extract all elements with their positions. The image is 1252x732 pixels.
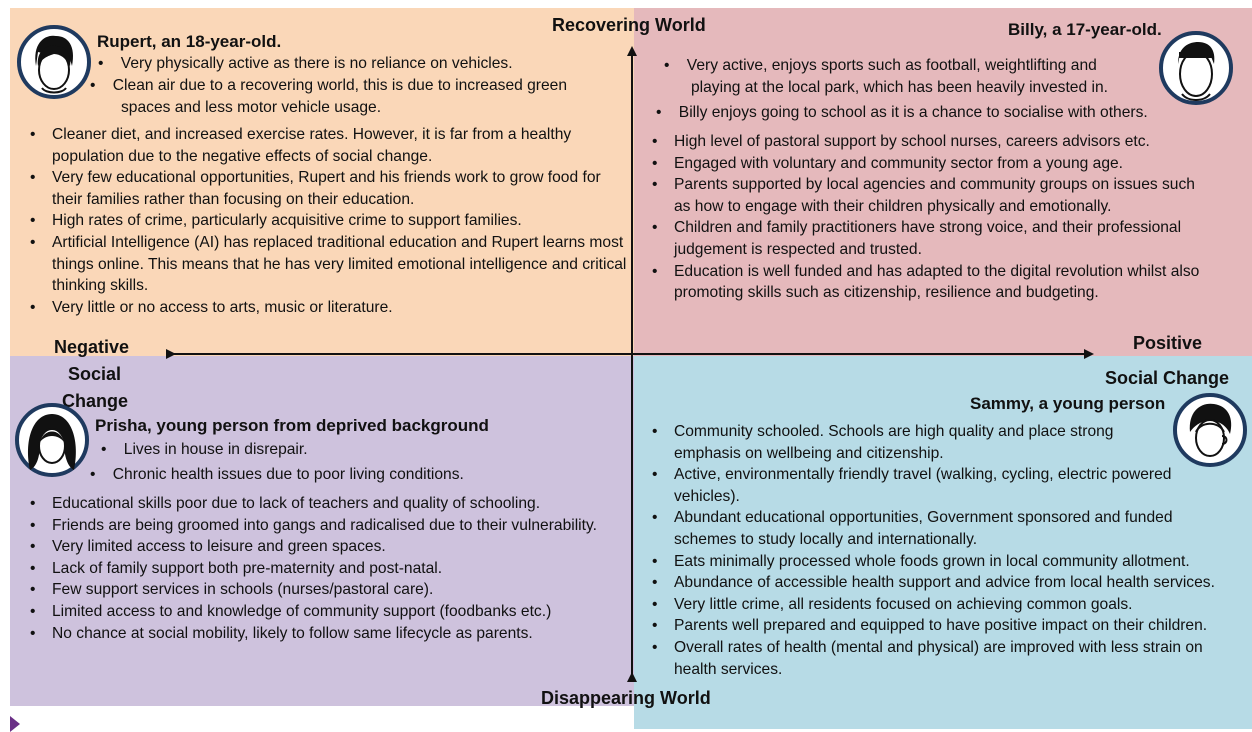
- list-item: Parents well prepared and equipped to ha…: [644, 615, 1234, 637]
- billy-intro-bullet-1: • Very active, enjoys sports such as foo…: [664, 57, 1097, 74]
- prisha-intro-bullet-2: • Chronic health issues due to poor livi…: [90, 466, 464, 483]
- list-item: Very little or no access to arts, music …: [22, 297, 634, 319]
- list-item: Community schooled. Schools are high qua…: [644, 421, 1234, 464]
- rupert-intro-line-3: spaces and less motor vehicle usage.: [121, 99, 382, 116]
- axis-label-right-line-1: Positive: [1133, 333, 1203, 353]
- prisha-intro-bullet-1: • Lives in house in disrepair.: [101, 441, 308, 458]
- list-item: Artificial Intelligence (AI) has replace…: [22, 232, 634, 297]
- corner-marker: [10, 716, 20, 732]
- prisha-bullet-list: Educational skills poor due to lack of t…: [22, 493, 602, 644]
- sammy-title: Sammy, a young person: [970, 394, 1166, 413]
- list-item: Lack of family support both pre-maternit…: [22, 558, 602, 580]
- list-item: Engaged with voluntary and community sec…: [644, 153, 1204, 175]
- list-item: No chance at social mobility, likely to …: [22, 623, 602, 645]
- list-item: Educational skills poor due to lack of t…: [22, 493, 602, 515]
- billy-intro-bullet-3: • Billy enjoys going to school as it is …: [656, 104, 1148, 121]
- axis-label-left-line-3: Change: [62, 391, 129, 411]
- list-item: Abundance of accessible health support a…: [644, 572, 1234, 594]
- rupert-title: Rupert, an 18-year-old.: [97, 32, 282, 51]
- list-item: Friends are being groomed into gangs and…: [22, 515, 602, 537]
- axis-label-left-line-1: Negative: [54, 337, 130, 357]
- axis-label-left-line-2: Social: [68, 364, 122, 384]
- list-item: Limited access to and knowledge of commu…: [22, 601, 602, 623]
- list-item: High rates of crime, particularly acquis…: [22, 210, 634, 232]
- list-item: Overall rates of health (mental and phys…: [644, 637, 1234, 680]
- list-item: Children and family practitioners have s…: [644, 217, 1204, 260]
- list-item: Active, environmentally friendly travel …: [644, 464, 1234, 507]
- billy-bullet-list: High level of pastoral support by school…: [644, 131, 1204, 304]
- list-item: Very few educational opportunities, Rupe…: [22, 167, 634, 210]
- axis-label-top: Recovering World: [552, 15, 706, 35]
- girl-face-icon: [15, 403, 89, 477]
- prisha-title: Prisha, young person from deprived backg…: [95, 416, 489, 435]
- rupert-intro-bullet-1: • Very physically active as there is no …: [98, 55, 513, 72]
- boy-face-icon: [17, 25, 91, 99]
- list-item: Few support services in schools (nurses/…: [22, 579, 602, 601]
- list-item: Eats minimally processed whole foods gro…: [644, 551, 1234, 573]
- list-item: High level of pastoral support by school…: [644, 131, 1204, 153]
- rupert-bullet-list: Cleaner diet, and increased exercise rat…: [22, 124, 634, 318]
- list-item: Abundant educational opportunities, Gove…: [644, 507, 1234, 550]
- list-item: Very little crime, all residents focused…: [644, 594, 1234, 616]
- axis-label-right-line-2: Social Change: [1105, 368, 1230, 388]
- list-item: Very limited access to leisure and green…: [22, 536, 602, 558]
- boy-face-icon: [1159, 31, 1233, 105]
- billy-title: Billy, a 17-year-old.: [1008, 20, 1162, 39]
- list-item: Education is well funded and has adapted…: [644, 261, 1204, 304]
- list-item: Cleaner diet, and increased exercise rat…: [22, 124, 634, 167]
- axis-label-bottom: Disappearing World: [541, 688, 711, 708]
- list-item: Parents supported by local agencies and …: [644, 174, 1204, 217]
- rupert-intro-bullet-2: • Clean air due to a recovering world, t…: [90, 77, 568, 94]
- sammy-bullet-list: Community schooled. Schools are high qua…: [644, 421, 1234, 680]
- billy-intro-line-2: playing at the local park, which has bee…: [691, 79, 1108, 96]
